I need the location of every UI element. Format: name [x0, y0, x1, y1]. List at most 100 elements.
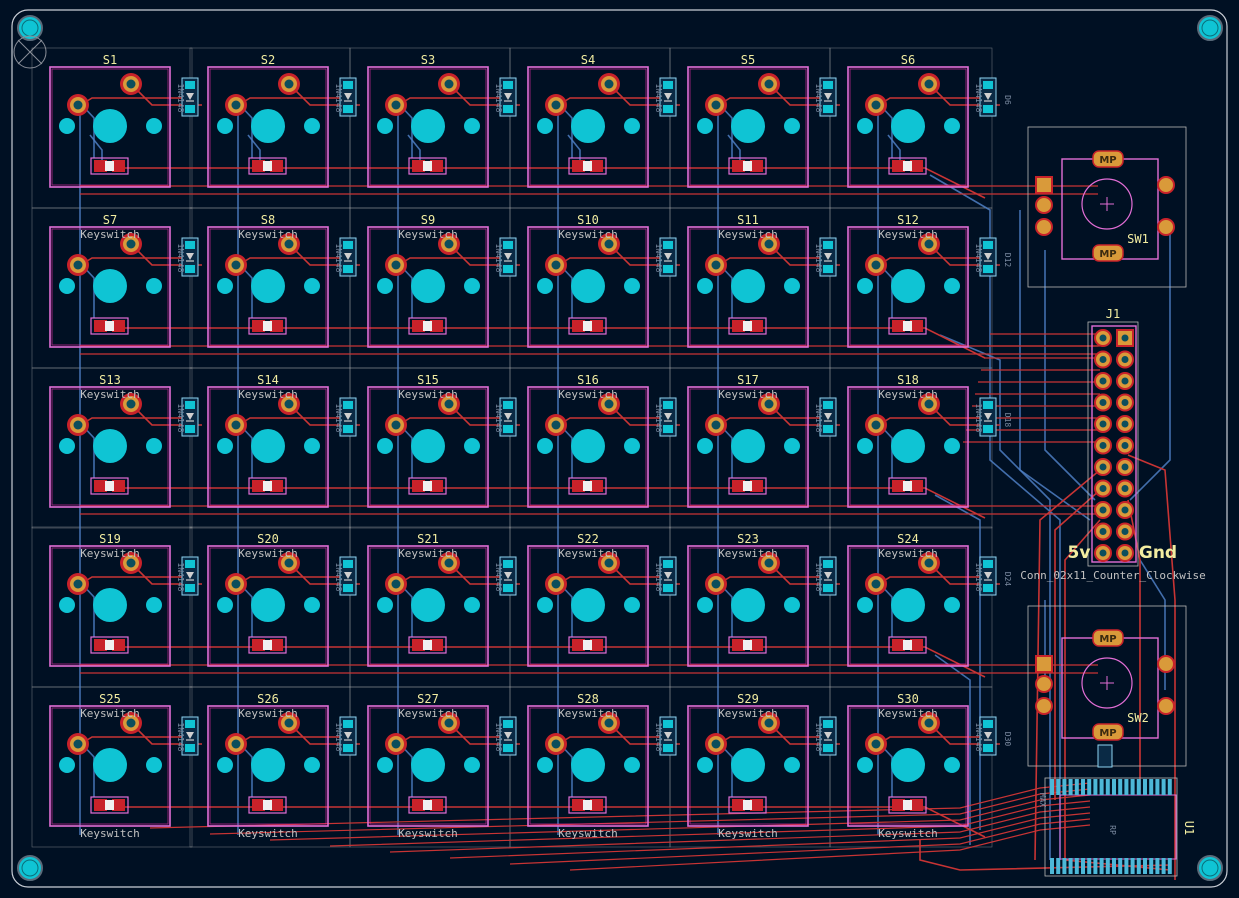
diode-pad: [663, 105, 673, 113]
led-outline: [728, 796, 767, 814]
row-trace: [110, 327, 986, 359]
switch-bottom-value: Keyswitch: [558, 827, 618, 840]
switch-pin-hole: [871, 260, 881, 270]
connector-pin-hole: [1099, 399, 1107, 406]
switch-courtyard: [847, 226, 969, 348]
switch-side-hole: [146, 438, 162, 454]
led-outline: [728, 157, 767, 175]
led-body: [105, 640, 114, 650]
switch-center-hole: [731, 269, 765, 303]
diode-symbol: [344, 732, 352, 739]
switch-pin-hole: [604, 558, 614, 568]
switch-ref: S5: [741, 53, 755, 67]
switch-outline: [51, 68, 169, 186]
mcu-pin: [1087, 779, 1092, 795]
mounting-holes: [13, 15, 1223, 881]
encoder-knob: [1081, 657, 1133, 709]
switch-center-hole: [411, 588, 445, 622]
mcu-courtyard: [1044, 777, 1178, 877]
diode-symbol: [984, 253, 992, 260]
switch-ref: S24: [897, 532, 919, 546]
switch-value: Keyswitch: [558, 547, 618, 560]
led-outline: [248, 317, 287, 335]
switch-center-hole: [93, 748, 127, 782]
switch-side-hole: [944, 438, 960, 454]
switch-pin-hole: [711, 420, 721, 430]
switch-outline: [529, 707, 647, 825]
switch-side-hole: [784, 597, 800, 613]
switch-courtyard: [527, 386, 649, 508]
led-pad: [590, 480, 603, 492]
switch-side-hole: [304, 597, 320, 613]
led-body: [105, 481, 114, 491]
connector-pin-hole: [1099, 506, 1107, 514]
diode-pad: [983, 265, 993, 273]
switch-value: Keyswitch: [718, 547, 778, 560]
led-pad: [412, 480, 425, 492]
switch-center-hole: [571, 429, 605, 463]
led-pad: [112, 160, 125, 172]
diode-pad: [823, 720, 833, 728]
diode-symbol: [664, 732, 672, 739]
mcu-pin: [1105, 779, 1110, 795]
switch-pin-hole: [924, 239, 934, 249]
switch-courtyard: [687, 705, 809, 827]
diode-value: 1N4148: [974, 404, 983, 433]
switch-side-hole: [304, 118, 320, 134]
switch-courtyard: [367, 226, 489, 348]
led-pad: [910, 480, 923, 492]
mcu-pin: [1062, 779, 1067, 795]
switch-courtyard: [207, 226, 329, 348]
led-body: [423, 640, 432, 650]
switch-side-hole: [217, 757, 233, 773]
diode-pad: [663, 265, 673, 273]
switch-value: Keyswitch: [878, 707, 938, 720]
led-pad: [112, 320, 125, 332]
switch-pin-hole: [604, 718, 614, 728]
diode-value: 1N4148: [814, 404, 823, 433]
diode-symbol: [984, 732, 992, 739]
switch-outline: [369, 68, 487, 186]
diode-value: 1N4148: [176, 723, 185, 752]
mcu-pin: [1062, 858, 1067, 874]
connector-pin-hole: [1121, 356, 1129, 363]
switch-ref: S10: [577, 213, 599, 227]
encoder-courtyard: [1027, 126, 1187, 288]
mcu-pin: [1130, 858, 1135, 874]
switch-courtyard: [207, 386, 329, 508]
diode-symbol: [984, 413, 992, 420]
switch-courtyard: [687, 226, 809, 348]
switch-pin-hole: [391, 100, 401, 110]
connector-pin-hole: [1099, 356, 1107, 363]
diode-symbol: [664, 572, 672, 579]
mcu-pin: [1093, 779, 1098, 795]
diode-pad: [185, 720, 195, 728]
mcu-pin: [1112, 779, 1116, 795]
switch-ref: S14: [257, 373, 279, 387]
switch-center-hole: [251, 748, 285, 782]
switch-value: Keyswitch: [80, 228, 140, 241]
switch-side-hole: [624, 438, 640, 454]
diode-pad: [663, 81, 673, 89]
diode-symbol: [504, 572, 512, 579]
led-body: [903, 321, 912, 331]
switch-side-hole: [784, 438, 800, 454]
switch-outline: [51, 707, 169, 825]
switch-center-hole: [411, 748, 445, 782]
led-outline: [888, 636, 927, 654]
switch-pin-hole: [391, 739, 401, 749]
switch-side-hole: [217, 597, 233, 613]
switch-bottom-value: Keyswitch: [878, 827, 938, 840]
mcu-pin: [1081, 779, 1085, 795]
switch-bottom-value: Keyswitch: [718, 827, 778, 840]
switch-center-hole: [891, 588, 925, 622]
mcu-pin: [1136, 858, 1141, 874]
diode-symbol: [824, 732, 832, 739]
led-outline: [568, 477, 607, 495]
diode-value: 1N4148: [334, 404, 343, 433]
led-outline: [728, 636, 767, 654]
connector-pin-hole: [1121, 463, 1129, 471]
switch-pin-hole: [231, 420, 241, 430]
